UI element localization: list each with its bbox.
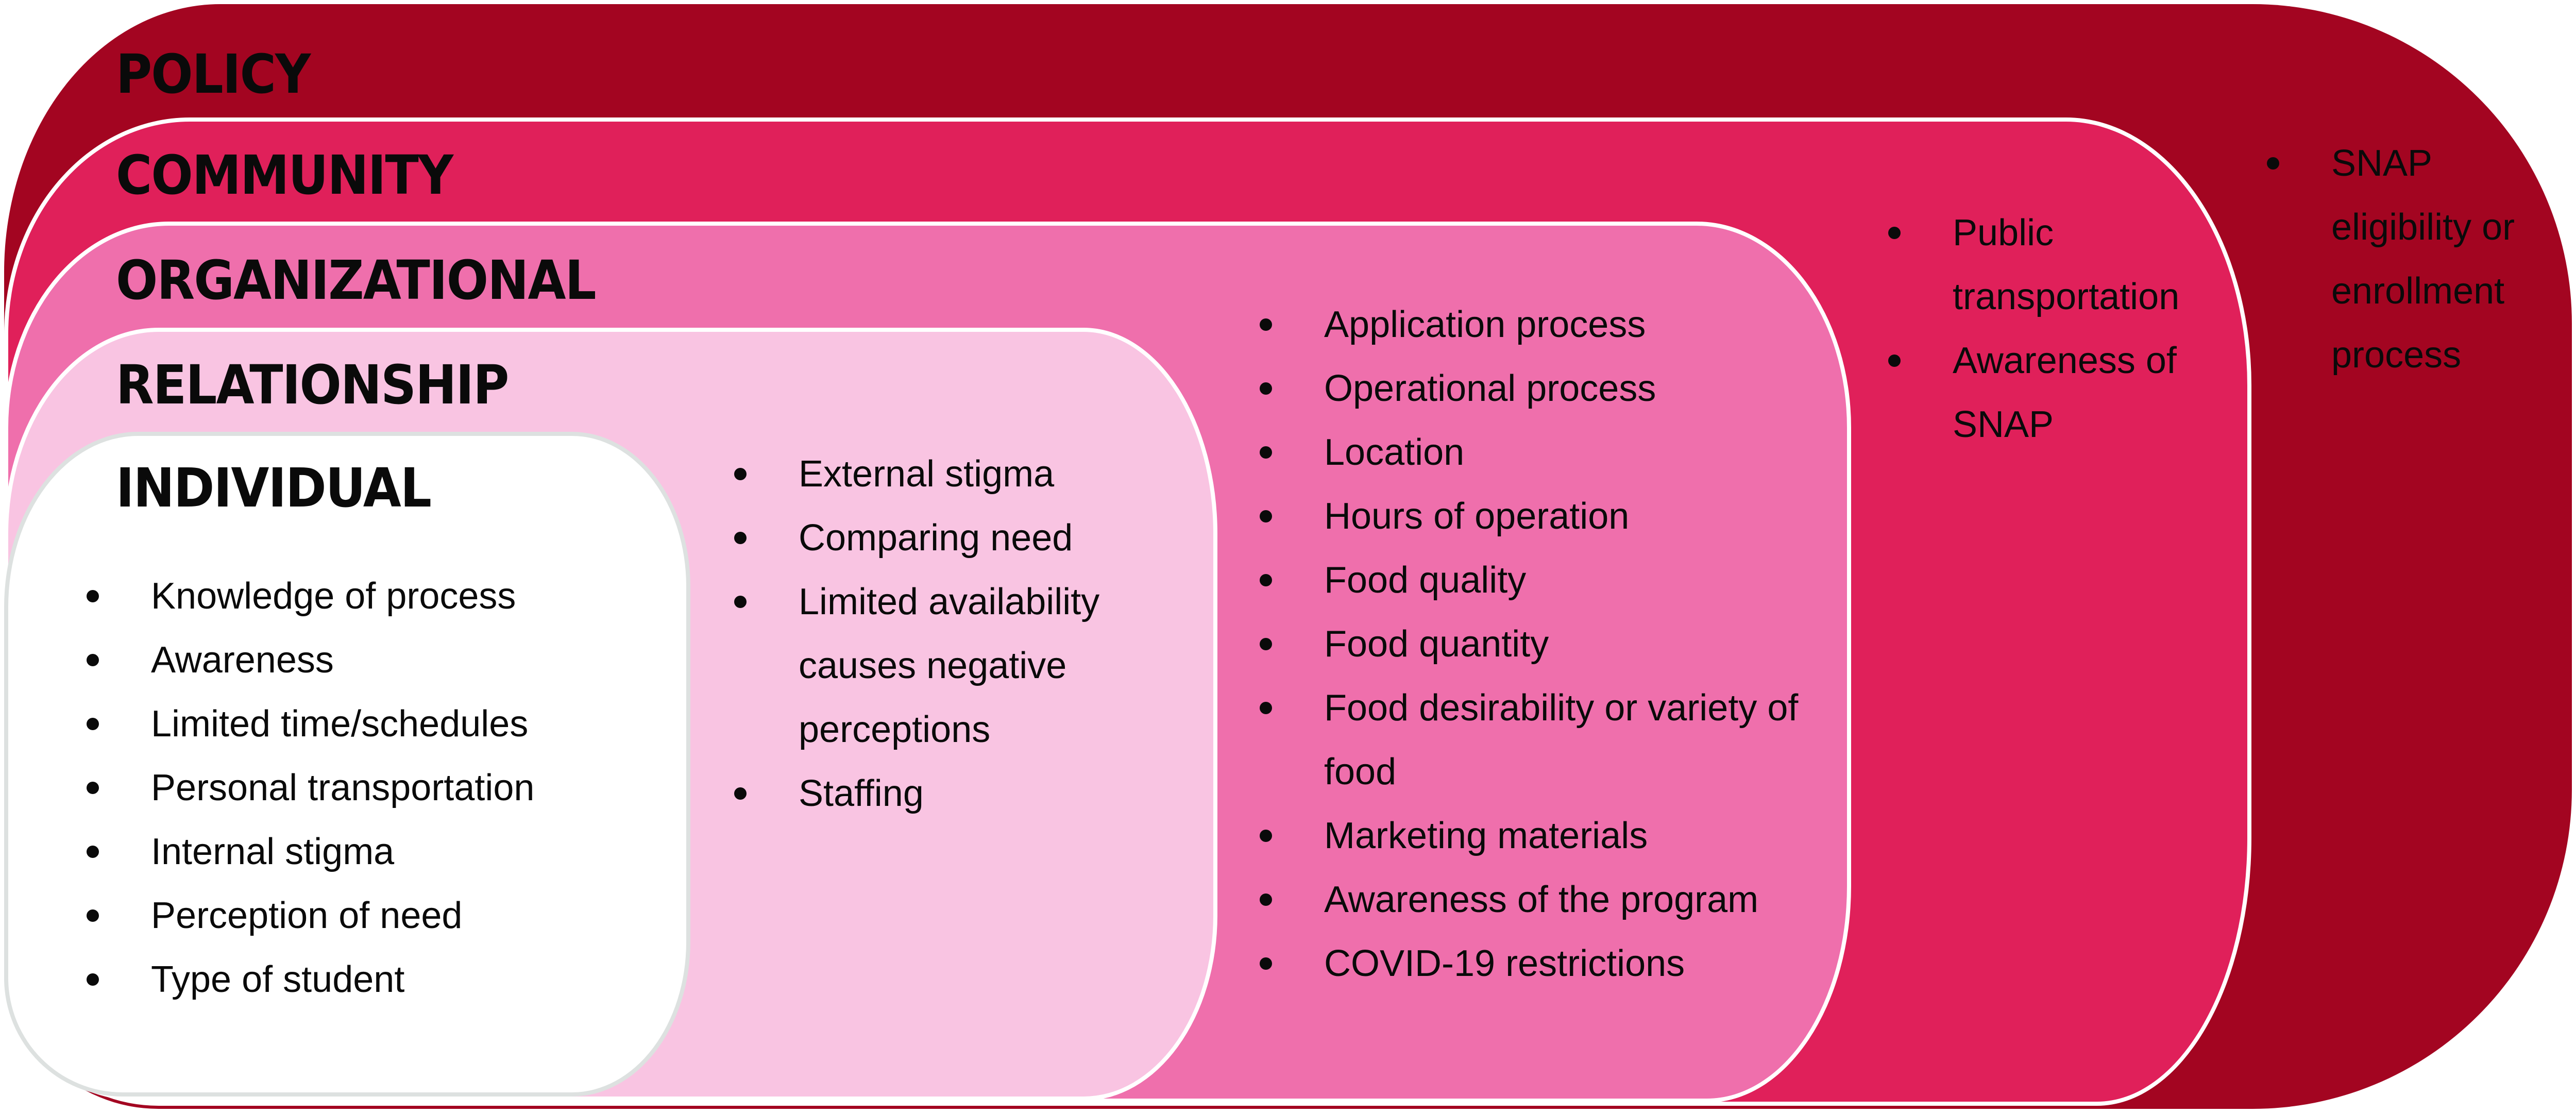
list-item: Awareness [87,628,674,692]
list-item: Public transportation [1888,201,2244,329]
list-item: Food quality [1260,548,1837,612]
list-item: Internal stigma [87,820,674,884]
list-item: Knowledge of process [87,564,674,628]
list-item: Operational process [1260,357,1837,420]
list-item: SNAP eligibility or enrollment process [2267,131,2571,387]
list-item: Marketing materials [1260,804,1837,868]
policy-items: SNAP eligibility or enrollment process [2267,131,2571,387]
relationship-items: External stigma Comparing need Limited a… [734,442,1198,825]
policy-title: POLICY [116,43,311,106]
individual-items: Knowledge of process Awareness Limited t… [87,564,674,1011]
organizational-items: Application process Operational process … [1260,293,1837,996]
list-item: COVID-19 restrictions [1260,932,1837,996]
list-item: Personal transportation [87,756,674,820]
individual-title: INDIVIDUAL [116,457,432,519]
list-item: Staffing [734,762,1198,825]
list-item: Awareness of the program [1260,868,1837,932]
list-item: Limited availability causes negative per… [734,570,1198,762]
list-item: Limited time/schedules [87,692,674,756]
list-item: External stigma [734,442,1198,506]
relationship-title: RELATIONSHIP [116,353,509,416]
list-item: Food quantity [1260,612,1837,676]
organizational-title: ORGANIZATIONAL [116,249,597,312]
list-item: Awareness of SNAP [1888,329,2244,457]
community-title: COMMUNITY [116,144,453,207]
individual-level-box [4,432,690,1097]
list-item: Perception of need [87,884,674,948]
list-item: Hours of operation [1260,484,1837,548]
list-item: Comparing need [734,506,1198,570]
list-item: Type of student [87,948,674,1011]
community-items: Public transportation Awareness of SNAP [1888,201,2244,457]
list-item: Location [1260,420,1837,484]
list-item: Application process [1260,293,1837,357]
list-item: Food desirability or variety of food [1260,676,1837,804]
